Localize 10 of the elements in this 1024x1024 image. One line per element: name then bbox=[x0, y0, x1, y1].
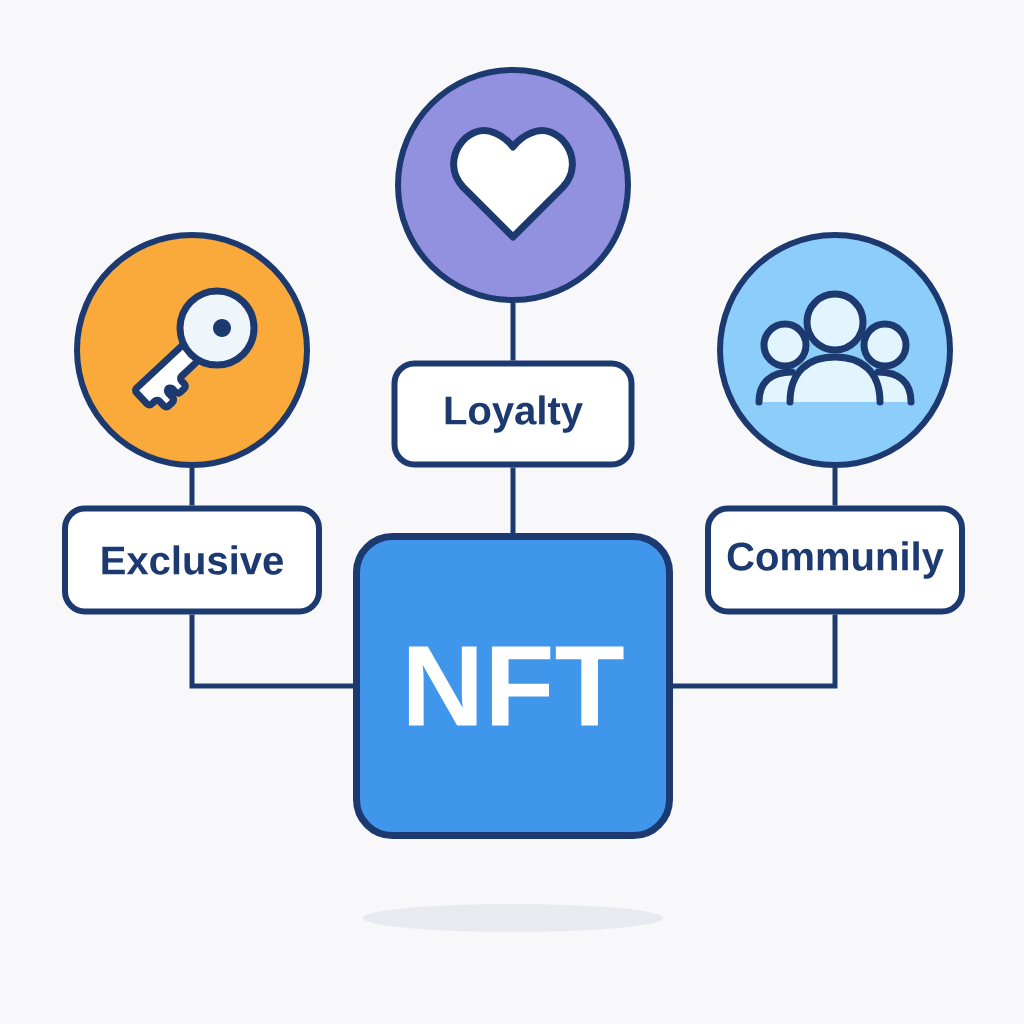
label-box: Exclusive bbox=[62, 505, 322, 615]
connector-line bbox=[510, 303, 516, 361]
label-box: Loyalty bbox=[391, 360, 635, 468]
connector-line bbox=[189, 468, 195, 506]
connector-line bbox=[832, 468, 838, 506]
connector-line bbox=[673, 614, 838, 689]
label-box: Communily bbox=[705, 505, 965, 615]
connector-line bbox=[510, 467, 516, 533]
connector-line bbox=[189, 614, 353, 689]
hub-box: NFT bbox=[353, 533, 673, 839]
